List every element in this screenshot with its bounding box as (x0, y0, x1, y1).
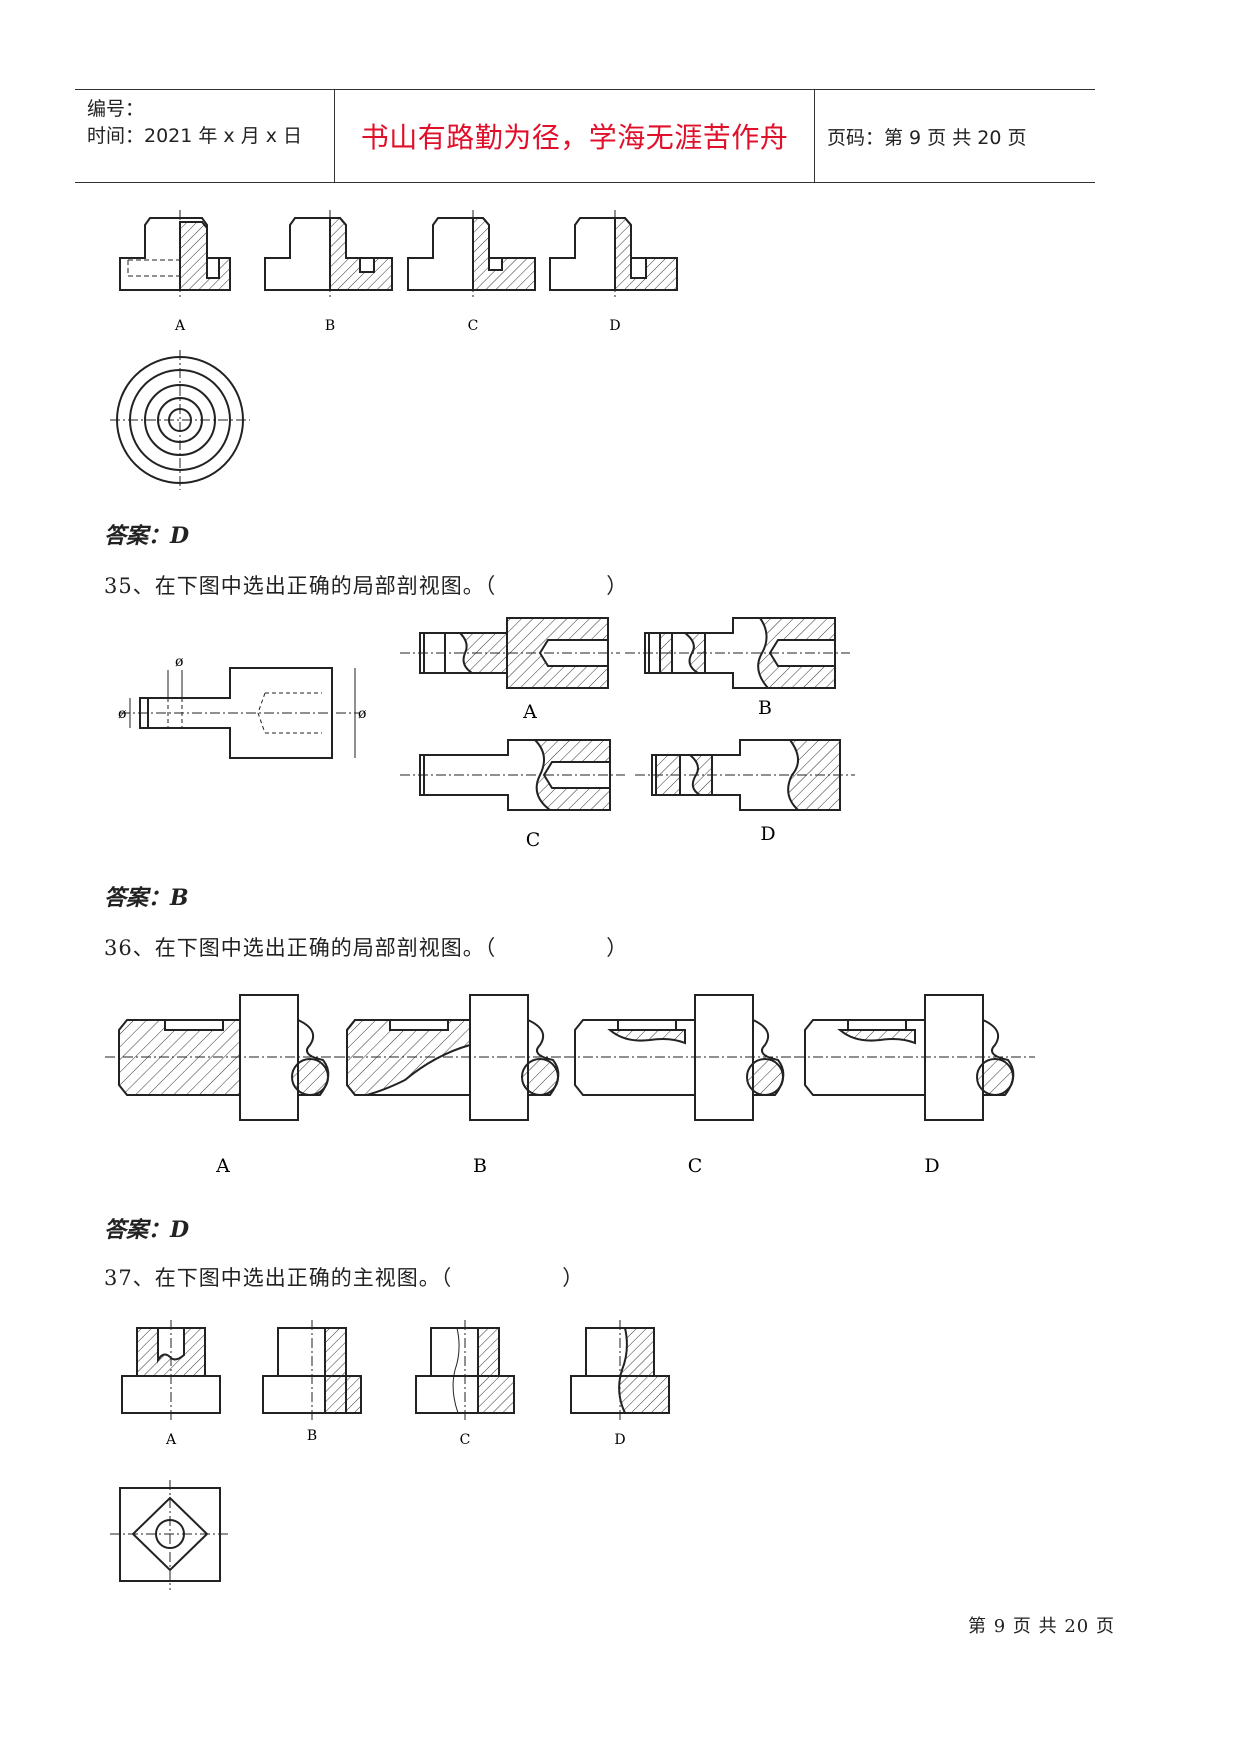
q36-figure: A B C D (105, 994, 1035, 1177)
q35-dim-symbol-3: ø (358, 706, 366, 722)
q34-label-b: B (325, 318, 335, 334)
q35-label-c: C (526, 829, 541, 851)
q35-dim-symbol-1: ø (175, 654, 183, 670)
q34-label-a: A (174, 318, 186, 334)
q37-label-d: D (614, 1432, 625, 1448)
q37-label-b: B (307, 1428, 317, 1444)
q35-option-b (625, 617, 850, 689)
q36-label-d: D (924, 1155, 939, 1177)
q34-option-a (119, 210, 231, 300)
q36-label-b: B (473, 1155, 487, 1177)
q34-option-d (549, 210, 678, 300)
q36-option-b (335, 994, 575, 1121)
q36-question: 36、在下图中选出正确的局部剖视图。（ ） (104, 936, 629, 960)
q35-option-a (400, 617, 620, 689)
q37-option-a (121, 1320, 221, 1420)
q36-label-c: C (688, 1155, 703, 1177)
page-footer: 第 9 页 共 20 页 (968, 1616, 1115, 1637)
q35-answer: 答案：B (104, 885, 189, 911)
header-time-label: 时间：2021 年 x 月 x 日 (87, 125, 303, 147)
header-left-cell: 编号： 时间：2021 年 x 月 x 日 (75, 90, 335, 182)
q37-question: 37、在下图中选出正确的主视图。（ ） (104, 1266, 585, 1290)
q34-figure: A B C D (110, 210, 678, 490)
q37-option-d (570, 1320, 670, 1420)
q34-option-c (407, 210, 536, 300)
q35-figure: ø ø ø A B C D (118, 617, 855, 851)
q37-figure: A B C D (110, 1320, 670, 1590)
q36-label-a: A (215, 1155, 230, 1177)
q35-option-d (635, 739, 855, 811)
q34-option-b (264, 210, 393, 300)
header-page-label: 页码：第 9 页 共 20 页 (827, 126, 1027, 149)
q34-label-d: D (609, 318, 620, 334)
q37-option-b (262, 1320, 362, 1420)
q35-given-view (120, 667, 360, 759)
header-number-label: 编号： (87, 98, 145, 120)
header-motto: 书山有路勤为径，学海无涯苦作舟 (360, 121, 789, 154)
q35-question: 35、在下图中选出正确的局部剖视图。（ ） (104, 574, 629, 598)
q35-label-d: D (760, 823, 775, 845)
q37-label-a: A (165, 1432, 177, 1448)
q35-label-b: B (758, 697, 772, 719)
q36-answer: 答案：D (104, 1217, 190, 1243)
q35-dim-symbol-2: ø (118, 706, 126, 722)
q37-top-view (110, 1480, 230, 1590)
q37-label-c: C (460, 1432, 471, 1448)
q36-option-a (105, 994, 345, 1121)
page-header: 编号： 时间：2021 年 x 月 x 日 书山有路勤为径，学海无涯苦作舟 页码… (75, 89, 1095, 183)
q36-option-d (795, 994, 1035, 1121)
q37-option-c (415, 1320, 515, 1420)
header-motto-cell: 书山有路勤为径，学海无涯苦作舟 (335, 90, 815, 182)
q36-option-c (565, 994, 805, 1121)
q34-answer: 答案：D (104, 523, 190, 549)
header-page-cell: 页码：第 9 页 共 20 页 (815, 90, 1095, 182)
q35-option-c (400, 739, 625, 811)
q34-top-view (110, 350, 250, 490)
q34-label-c: C (468, 318, 479, 334)
q35-label-a: A (522, 701, 537, 723)
